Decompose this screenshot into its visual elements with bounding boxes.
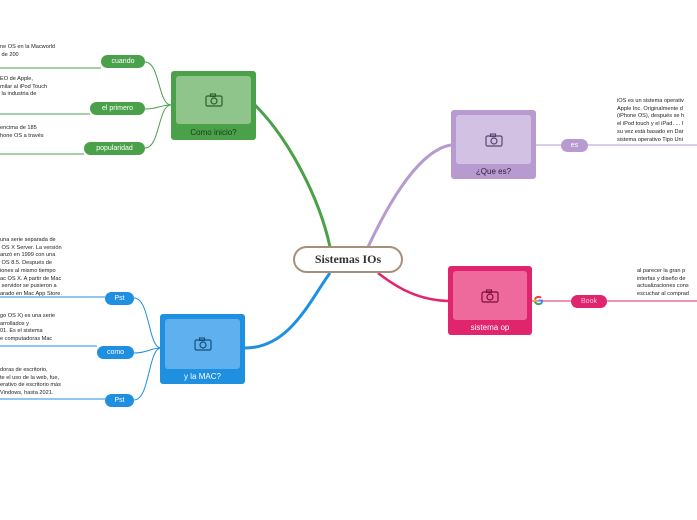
topic-como-inicio[interactable]: Como inicio? (171, 71, 256, 140)
image-placeholder (176, 76, 251, 124)
topic-title: ¿Que es? (475, 167, 512, 176)
link-como (133, 347, 162, 354)
subtopic-como[interactable]: como (97, 346, 134, 359)
image-placeholder (165, 319, 240, 369)
link-central-y-la-mac (244, 272, 332, 350)
note-pst-2: doras de escritorio, te el uso de la web… (0, 367, 61, 397)
subtopic-book[interactable]: Book (571, 295, 607, 308)
camera-icon (481, 288, 499, 303)
note-como: go OS X) es una serie arrollados y 01. E… (0, 313, 56, 343)
subtopic-cuando[interactable]: cuando (101, 55, 145, 68)
subtopic-el-primero[interactable]: el primero (90, 102, 145, 115)
image-placeholder (456, 115, 531, 164)
note-book: al parecer la gran p interfas y diseño d… (637, 268, 689, 298)
image-placeholder (453, 271, 527, 320)
camera-icon (484, 132, 503, 147)
subtopic-pst-2[interactable]: Pst (105, 394, 134, 407)
link-central-sistema-op (377, 272, 449, 303)
subtopic-es[interactable]: es (561, 139, 588, 152)
google-icon[interactable] (533, 295, 544, 306)
link-cuando (144, 61, 172, 106)
note-el-primero: EO de Apple, milar al iPod Touch la indu… (0, 76, 48, 98)
camera-icon (204, 93, 223, 107)
central-topic[interactable]: Sistemas IOs (293, 246, 403, 273)
subtopic-pst-1[interactable]: Pst (105, 292, 134, 305)
topic-que-es[interactable]: ¿Que es? (451, 110, 536, 179)
link-central-que-es (366, 143, 452, 248)
topic-title: sistema op (470, 323, 510, 332)
topic-y-la-mac[interactable]: y la MAC? (160, 314, 245, 384)
link-popularidad (144, 104, 172, 149)
link-pst-1 (133, 297, 162, 349)
note-popularidad: encima de 185 hone OS a través (0, 125, 44, 139)
note-pst-1: una serie separada de OS X Server. La ve… (0, 237, 62, 297)
note-es: iOS es un sistema operativ Apple Inc. Or… (617, 98, 685, 143)
topic-sistema-op[interactable]: sistema op (448, 266, 532, 335)
note-cuando: ne OS en la Macworld de 200 (0, 44, 56, 58)
topic-title: y la MAC? (184, 372, 221, 381)
link-pst-2 (133, 347, 162, 401)
link-central-como-inicio (253, 103, 332, 248)
subtopic-popularidad[interactable]: popularidad (84, 142, 145, 155)
camera-icon (193, 337, 212, 351)
topic-title: Como inicio? (190, 128, 237, 137)
